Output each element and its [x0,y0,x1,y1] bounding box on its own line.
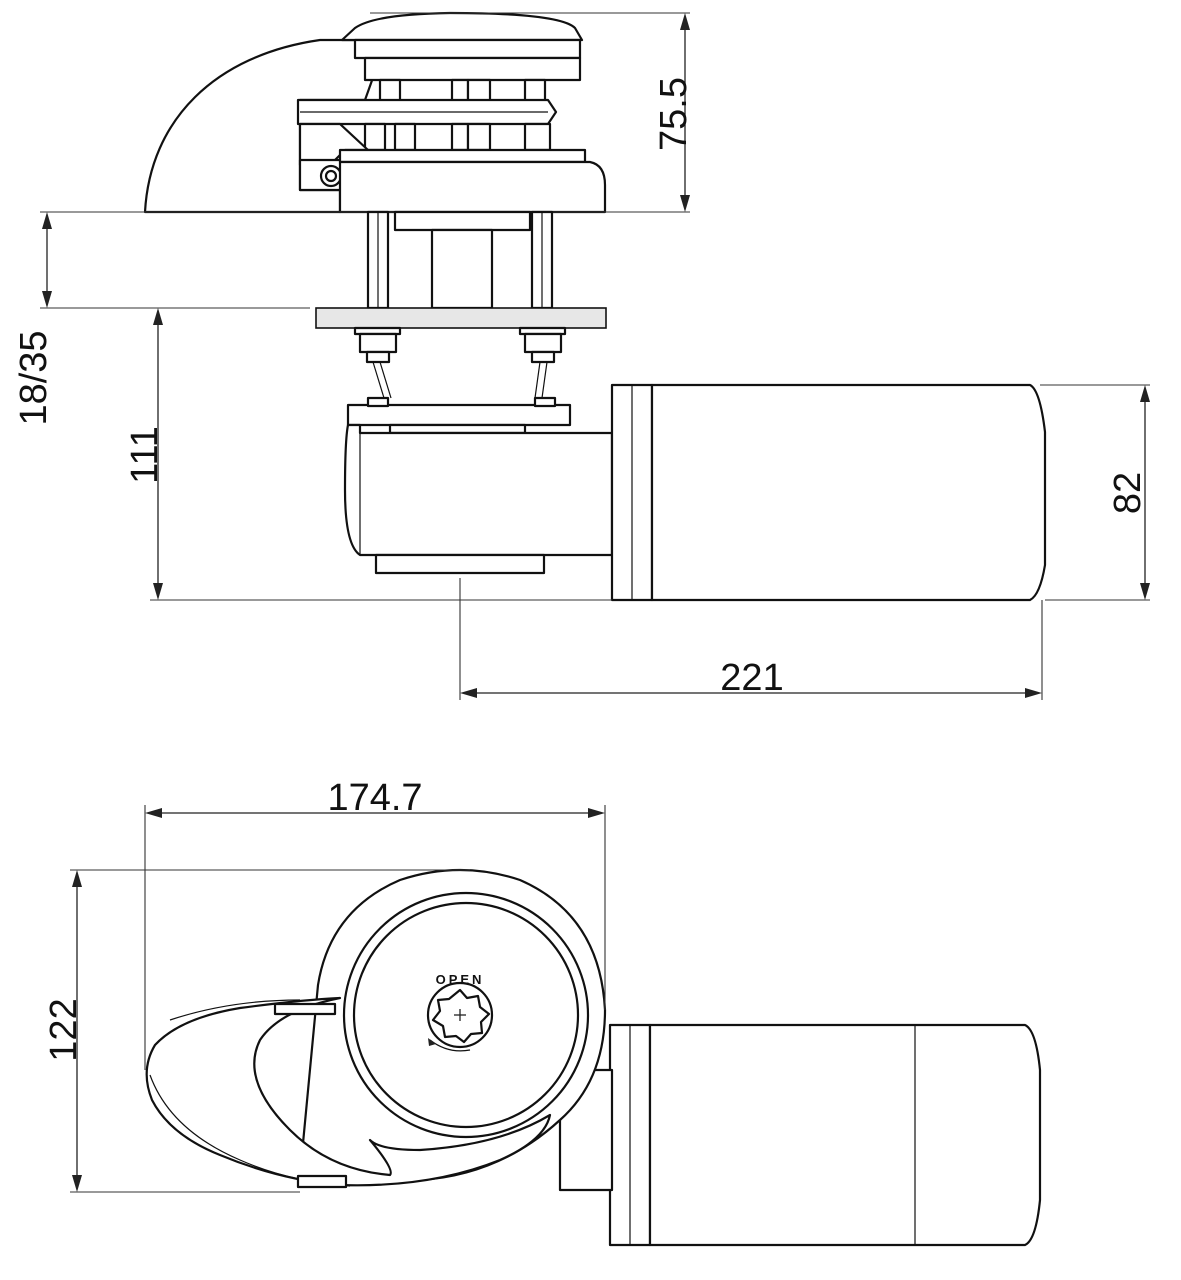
dim-label-below-deck: 111 [124,426,166,484]
gearbox-body [343,423,614,557]
top-view: OPEN 174.7 122 [43,777,1042,1247]
side-view: 75.5 18/35 111 82 [13,11,1150,700]
cap-ring [363,56,582,82]
hawse-pipe-top [145,996,552,1187]
dimension-75-5: 75.5 [370,12,695,212]
stud-nuts [353,326,567,364]
pivot-bolt-inner [324,169,338,183]
dimension-122: 122 [43,869,470,1193]
dimension-221: 221 [459,578,1043,700]
dim-label-depth-top: 122 [43,998,85,1061]
slot-upper [273,1002,337,1016]
dim-label-motor-diameter: 82 [1107,472,1149,514]
dim-label-width-top: 174.7 [327,777,422,819]
gearbox-flange [346,403,572,427]
dim-label-height-top: 75.5 [653,77,695,151]
release-socket [426,981,494,1052]
gypsy-upper-posts [378,78,547,104]
gypsy-cap [340,11,584,42]
motor-body [650,383,1047,602]
through-deck-shaft [366,210,554,310]
dimension-82: 82 [1107,385,1150,600]
dim-label-overall-length: 221 [720,657,783,699]
deck-plate [315,307,607,329]
base-housing [338,160,607,214]
dimension-111: 111 [124,308,166,600]
gearbox-bottom [374,553,546,575]
dim-label-deck-thickness: 18/35 [13,330,55,425]
dimension-174-7: 174.7 [144,777,606,1070]
gypsy-lower-posts [363,122,552,152]
dimension-18-35: 18/35 [13,212,55,426]
base-plate [338,148,587,164]
motor-body-top [648,1023,1042,1247]
release-open-label: OPEN [436,972,485,987]
cap-band [353,38,582,60]
slot-lower [296,1174,348,1189]
